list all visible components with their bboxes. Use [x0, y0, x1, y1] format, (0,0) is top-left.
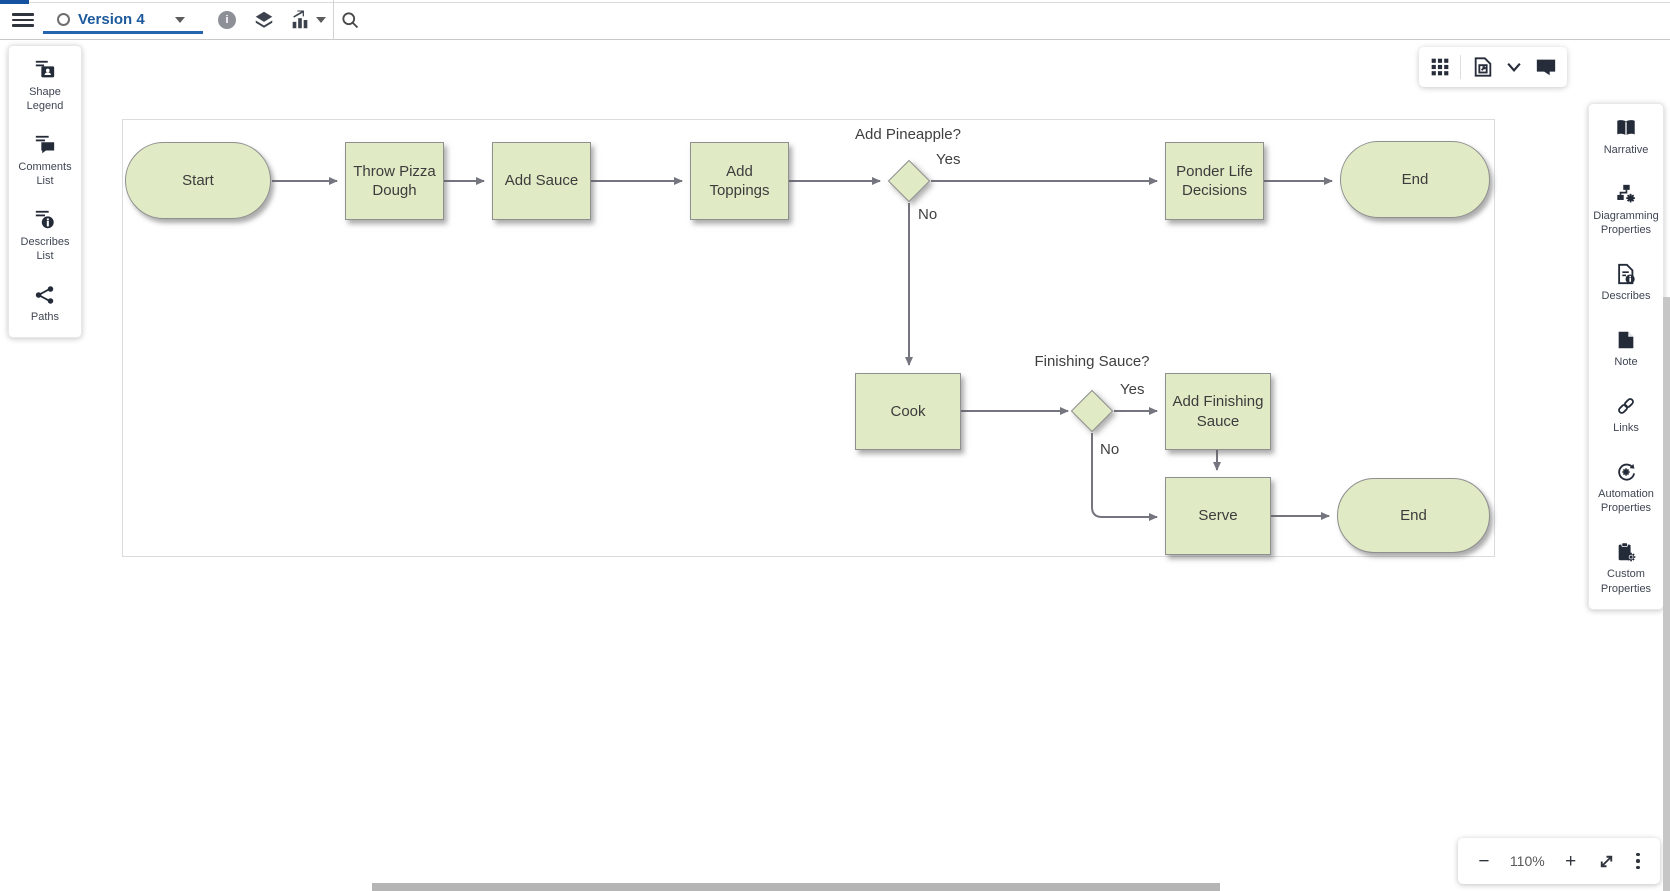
panel-item-label: Note: [1614, 356, 1638, 369]
flowchart-decision-add-pineapple[interactable]: [887, 159, 931, 203]
decision-no-label: No: [918, 206, 938, 223]
flowchart-node-ponder-life-decisions[interactable]: Ponder Life Decisions: [1165, 142, 1264, 220]
comments-list-button[interactable]: Comments List: [12, 134, 78, 189]
custom-properties-button[interactable]: Custom Properties: [1591, 541, 1661, 596]
decision-question-finishing-sauce: Finishing Sauce?: [1034, 353, 1150, 370]
panel-item-label: Paths: [30, 310, 60, 323]
flowchart-decision-finishing-sauce[interactable]: [1070, 389, 1114, 433]
panel-item-label: Links: [1613, 422, 1639, 435]
links-icon: [1618, 398, 1634, 415]
hamburger-menu-icon[interactable]: [12, 13, 34, 27]
flowchart-node-add-toppings[interactable]: Add Toppings: [690, 142, 789, 220]
version-label: Version 4: [78, 11, 145, 28]
panel-item-label: Comments List: [18, 160, 72, 188]
panel-item-label: Shape Legend: [26, 86, 64, 113]
flowchart-node-serve[interactable]: Serve: [1165, 477, 1271, 555]
flowchart-node-cook[interactable]: Cook: [855, 373, 961, 450]
panel-item-label: Narrative: [1603, 144, 1649, 156]
left-tool-panel: Shape Legend Comments List Describes Lis…: [8, 45, 82, 338]
decision-yes-label: Yes: [936, 151, 961, 168]
links-button[interactable]: Links: [1591, 395, 1661, 435]
automation-properties-button[interactable]: Automation Properties: [1591, 461, 1661, 516]
export-document-icon[interactable]: [1472, 56, 1494, 78]
chart-caret-icon[interactable]: [312, 0, 330, 40]
shape-legend-button[interactable]: Shape Legend: [12, 59, 78, 114]
progress-track: [29, 2, 1670, 3]
right-properties-panel: Narrative Diagramming Properties Describ…: [1588, 103, 1664, 610]
version-selector[interactable]: Version 4: [40, 4, 203, 35]
search-icon[interactable]: [334, 0, 366, 40]
flowchart-node-add-finishing-sauce[interactable]: Add Finishing Sauce: [1165, 373, 1271, 450]
flowchart-node-end-bottom[interactable]: End: [1337, 478, 1490, 553]
kebab-menu-icon[interactable]: [1636, 852, 1640, 870]
note-button[interactable]: Note: [1591, 329, 1661, 369]
diagramming-properties-button[interactable]: Diagramming Properties: [1591, 183, 1661, 238]
fit-screen-icon[interactable]: [1597, 852, 1616, 871]
note-icon: [1618, 331, 1634, 349]
panel-item-label: Describes List: [20, 235, 70, 263]
paths-icon: [35, 285, 54, 304]
version-circle-icon: [57, 13, 70, 26]
decision-question-add-pineapple: Add Pineapple?: [855, 126, 961, 143]
automation-properties-icon: [1618, 463, 1635, 481]
zoom-level: 110%: [1509, 853, 1545, 869]
narrative-icon: [1617, 120, 1635, 136]
horizontal-scrollbar-thumb[interactable]: [372, 883, 1220, 891]
shape-legend-icon: [35, 60, 55, 78]
zoom-controls: − 110% +: [1458, 838, 1660, 884]
vertical-scrollbar-thumb[interactable]: [1663, 297, 1670, 891]
custom-properties-icon: [1618, 542, 1636, 562]
diagram-canvas[interactable]: [122, 119, 1495, 557]
caret-down-icon: [174, 16, 185, 23]
describes-list-icon: [35, 210, 54, 229]
flowchart-node-end-top[interactable]: End: [1340, 141, 1490, 218]
zoom-in-button[interactable]: +: [1565, 850, 1577, 872]
decision-no-label: No: [1100, 441, 1120, 458]
flowchart-node-start[interactable]: Start: [125, 142, 271, 219]
panel-item-label: Describes: [1601, 290, 1651, 303]
panel-item-label: Diagramming Properties: [1593, 209, 1659, 237]
canvas-toolbar: [1419, 47, 1567, 87]
top-toolbar: Version 4 i: [0, 0, 1670, 40]
progress-bar: [0, 0, 29, 4]
flowchart-node-add-sauce[interactable]: Add Sauce: [492, 142, 591, 220]
info-icon[interactable]: i: [209, 0, 245, 40]
diagramming-properties-icon: [1617, 184, 1635, 203]
layers-icon[interactable]: [246, 0, 282, 40]
zoom-out-button[interactable]: −: [1478, 850, 1490, 872]
version-tab-underline: [43, 31, 203, 34]
describes-icon: [1618, 264, 1635, 285]
toolbar-divider: [333, 0, 334, 40]
describes-list-button[interactable]: Describes List: [12, 209, 78, 264]
paths-button[interactable]: Paths: [12, 284, 78, 324]
describes-button[interactable]: Describes: [1591, 263, 1661, 303]
panel-item-label: Automation Properties: [1598, 488, 1654, 515]
chevron-down-icon[interactable]: [1504, 57, 1524, 77]
grid-icon[interactable]: [1430, 57, 1450, 77]
chart-icon[interactable]: [285, 0, 315, 40]
panel-item-label: Custom Properties: [1600, 568, 1652, 595]
toolbar-divider: [1460, 55, 1461, 79]
chat-icon[interactable]: [1535, 56, 1557, 78]
narrative-button[interactable]: Narrative: [1591, 117, 1661, 157]
comments-list-icon: [35, 135, 55, 154]
decision-yes-label: Yes: [1120, 381, 1145, 398]
flowchart-node-throw-pizza-dough[interactable]: Throw Pizza Dough: [345, 142, 444, 220]
